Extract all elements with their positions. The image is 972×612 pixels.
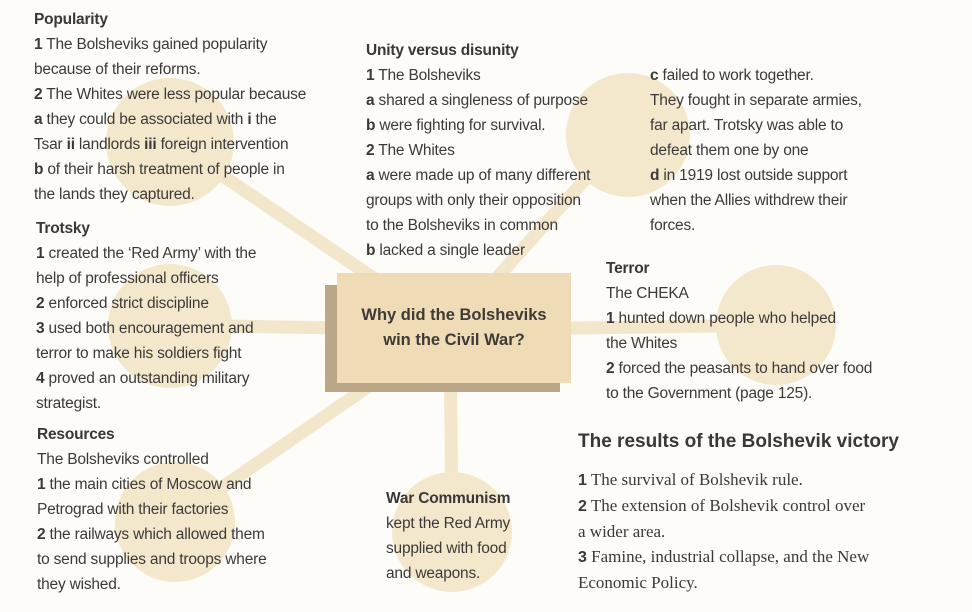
list-line: 2 the railways which allowed them [37, 526, 265, 543]
list-line: to the Bolsheviks in common [366, 217, 558, 234]
section-title: Resources [37, 426, 115, 443]
center-question-line: Why did the Bolsheviks [361, 306, 547, 324]
list-line: to send supplies and troops where [37, 551, 267, 568]
result-line: Economic Policy. [578, 573, 698, 592]
list-line: 4 proved an outstanding military [36, 370, 250, 387]
circle-resources [115, 462, 235, 582]
list-line: Petrograd with their factories [37, 501, 229, 518]
list-line: d in 1919 lost outside support [650, 167, 848, 184]
list-line: Tsar ii landlords iii foreign interventi… [34, 136, 289, 153]
list-line: the Whites [606, 335, 678, 352]
list-line: The Bolsheviks controlled [37, 451, 209, 468]
section-title: War Communism [386, 490, 511, 507]
list-line: defeat them one by one [650, 142, 809, 159]
list-line: a shared a singleness of purpose [366, 92, 588, 109]
war-communism-section: War Communism kept the Red Army supplied… [386, 486, 510, 586]
terror-section: Terror The CHEKA 1 hunted down people wh… [606, 256, 872, 406]
center-question-box: Why did the Bolsheviks win the Civil War… [337, 273, 571, 383]
result-line: 3 Famine, industrial collapse, and the N… [578, 547, 870, 566]
list-line: b were fighting for survival. [366, 117, 546, 134]
list-line: far apart. Trotsky was able to [650, 117, 844, 134]
circle-trotsky [108, 264, 232, 388]
result-line: a wider area. [578, 522, 666, 541]
list-line: a were made up of many different [366, 167, 591, 184]
list-line: supplied with food [386, 540, 507, 557]
list-line: 2 The Whites [366, 142, 455, 159]
list-line: 2 The Whites were less popular because [34, 86, 307, 103]
results-section: The results of the Bolshevik victory 1 T… [578, 431, 899, 595]
list-line: groups with only their opposition [366, 192, 581, 209]
result-line: 2 The extension of Bolshevik control ove… [578, 496, 866, 515]
results-title: The results of the Bolshevik victory [578, 431, 899, 452]
list-line: help of professional officers [36, 270, 219, 287]
list-line: kept the Red Army [386, 515, 511, 532]
list-line: the lands they captured. [34, 186, 195, 203]
list-line: terror to make his soldiers fight [36, 345, 242, 362]
list-line: they wished. [37, 576, 121, 593]
list-line: 2 enforced strict discipline [36, 295, 209, 312]
circle-unity [566, 73, 690, 197]
list-line: b of their harsh treatment of people in [34, 161, 285, 178]
section-title: Unity versus disunity [366, 42, 519, 59]
list-line: The CHEKA [606, 285, 689, 302]
list-line: strategist. [36, 395, 101, 412]
resources-section: Resources The Bolsheviks controlled 1 th… [37, 422, 267, 597]
list-line: 1 The Bolsheviks gained popularity [34, 36, 268, 53]
list-line: a they could be associated with i the [34, 111, 277, 128]
circle-terror [716, 265, 836, 385]
list-line: 1 The Bolsheviks [366, 67, 481, 84]
center-question-line: win the Civil War? [383, 331, 525, 349]
section-title: Popularity [34, 11, 108, 28]
list-line: 1 hunted down people who helped [606, 310, 836, 327]
section-title: Terror [606, 260, 650, 277]
unity-section-continued: c failed to work together. They fought i… [650, 63, 862, 238]
circle-war-communism [392, 472, 512, 592]
list-line: when the Allies withdrew their [650, 192, 848, 209]
list-line: to the Government (page 125). [606, 385, 813, 402]
result-line: 1 The survival of Bolshevik rule. [578, 470, 803, 489]
section-title: Trotsky [36, 220, 90, 237]
list-line: 2 forced the peasants to hand over food [606, 360, 873, 377]
list-line: and weapons. [386, 565, 481, 582]
trotsky-section: Trotsky 1 created the ‘Red Army’ with th… [36, 216, 256, 416]
list-line: b lacked a single leader [366, 242, 525, 259]
list-line: because of their reforms. [34, 61, 201, 78]
list-line: c failed to work together. [650, 67, 814, 84]
list-line: 3 used both encouragement and [36, 320, 254, 337]
list-line: 1 the main cities of Moscow and [37, 476, 252, 493]
list-line: 1 created the ‘Red Army’ with the [36, 245, 257, 262]
unity-section: Unity versus disunity 1 The Bolsheviks a… [366, 38, 590, 263]
circle-popularity [106, 78, 234, 206]
list-line: forces. [650, 217, 696, 234]
popularity-section: Popularity 1 The Bolsheviks gained popul… [34, 7, 306, 207]
list-line: They fought in separate armies, [650, 92, 862, 109]
